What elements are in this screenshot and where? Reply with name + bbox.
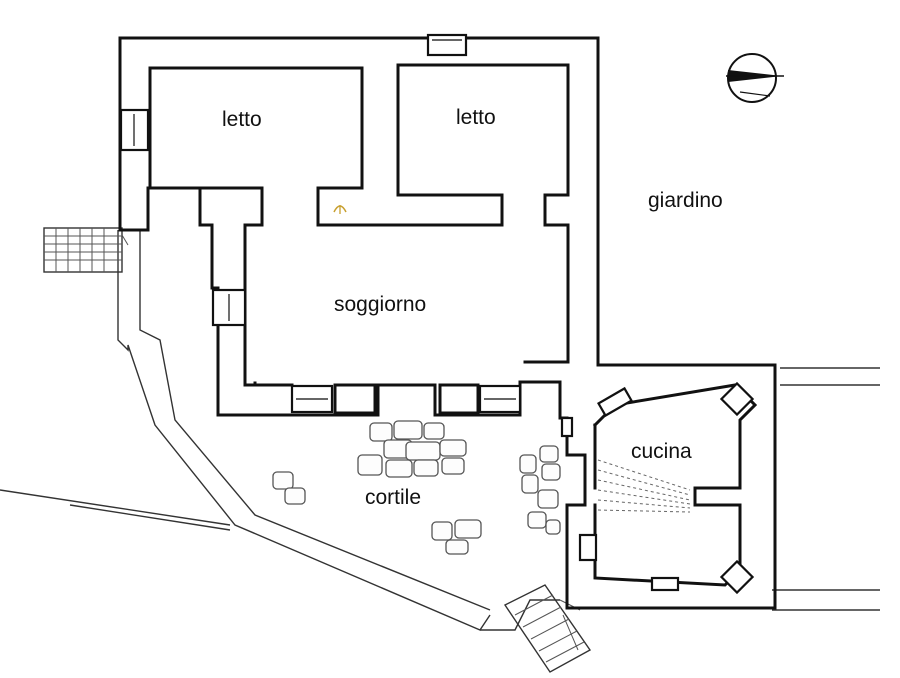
house-walls xyxy=(118,36,777,610)
room-label-living-room: soggiorno xyxy=(334,293,427,316)
site-lines xyxy=(0,367,880,611)
paving-stones xyxy=(272,420,561,555)
room-label-bedroom-right: letto xyxy=(456,106,496,129)
compass-north-arrow-icon xyxy=(726,53,784,103)
exterior-stairs-left xyxy=(43,227,129,273)
windows xyxy=(119,33,522,414)
room-label-bedroom-left: letto xyxy=(222,108,262,131)
area-label-courtyard: cortile xyxy=(365,486,422,509)
area-label-garden: giardino xyxy=(648,189,723,212)
courtyard-boundary xyxy=(117,230,560,631)
room-label-kitchen: cucina xyxy=(631,440,692,463)
kitchen-walls xyxy=(560,381,758,595)
small-marker-icon xyxy=(333,205,347,214)
exterior-stairs-bottom xyxy=(503,584,592,673)
